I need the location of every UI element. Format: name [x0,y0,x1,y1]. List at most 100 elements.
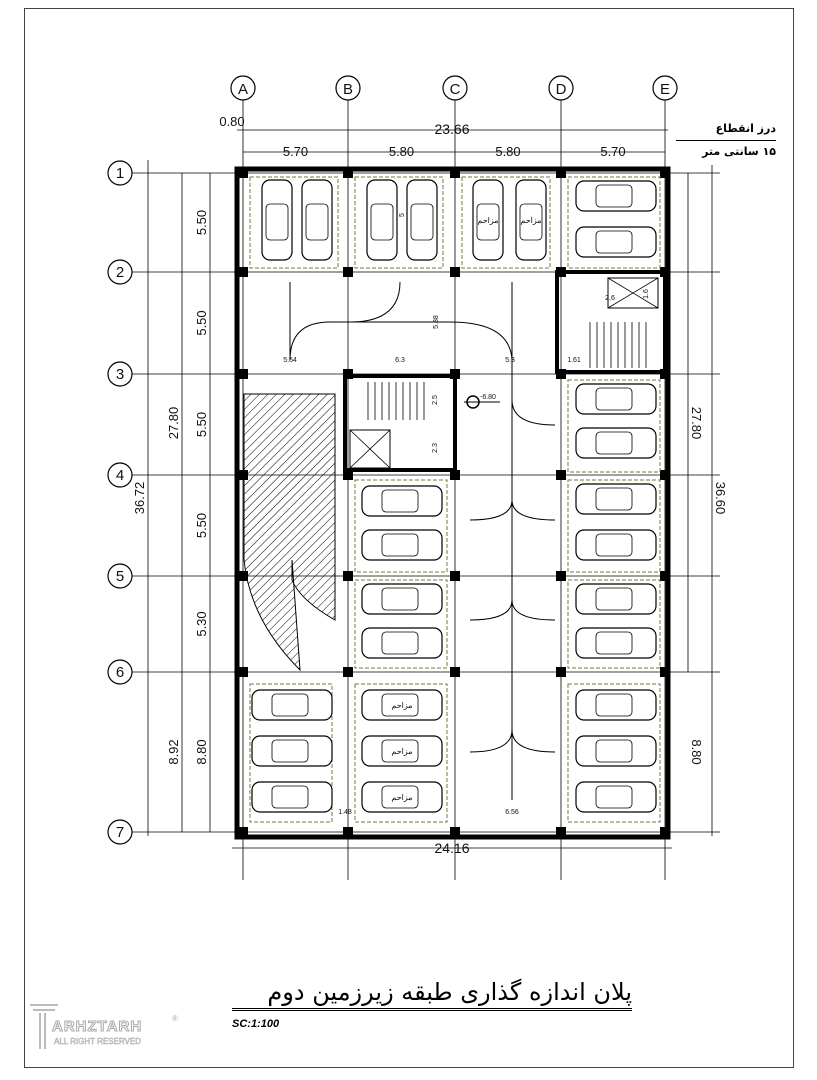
structural-column [660,571,670,581]
car-icon [301,179,333,261]
dim-left-span: 5.50 [194,513,209,538]
structural-column [450,470,460,480]
car-icon [361,583,443,615]
car-body [406,179,438,261]
dim-left-sub2: 8.92 [166,739,181,764]
car-body [361,485,443,517]
car-roof [271,739,309,763]
car-body [361,627,443,659]
note-line-2: ۱۵ سانتی متر [702,145,776,158]
parking-bay [354,479,448,573]
company-logo: ARHZTARH ALL RIGHT RESERVED ® [30,1000,180,1052]
car-roof [381,739,419,763]
car-roof [595,230,633,254]
car-icon [575,627,657,659]
car-icon [251,689,333,721]
dim-inner: 1.6 [643,289,650,299]
traffic-arrow [349,281,401,323]
car-roof [595,387,633,411]
car-roof [381,489,419,513]
car-body [575,180,657,212]
dim-inner: 2.6 [605,295,615,302]
car-icon [575,226,657,258]
grid-bubble-D [548,75,574,101]
grid-bubble-3 [107,361,133,387]
grid-label-5: 5 [116,568,124,585]
structural-column [343,667,353,677]
structural-column [450,267,460,277]
structural-column [238,827,248,837]
car-body [261,179,293,261]
traffic-arrow [511,599,556,621]
dim-inner: 1.48 [338,809,352,816]
car-body [251,781,333,813]
car-body [575,781,657,813]
car-icon [575,735,657,767]
car-body [575,483,657,515]
occupied-label: مزاحم [477,216,498,225]
grid-label-C: C [450,81,461,98]
dim-left-total: 36.72 [132,482,147,515]
car-icon [366,179,398,261]
car-body [575,529,657,561]
car-body [361,583,443,615]
occupied-label: مزاحم [391,747,412,756]
grid-bubble-A [230,75,256,101]
car-body [301,179,333,261]
dim-left-sub: 27.80 [166,407,181,440]
level-mark-value: -6.80 [480,394,496,401]
car-icon [361,735,443,767]
car-icon [575,529,657,561]
structural-column [450,168,460,178]
car-roof [370,203,394,241]
structural-column [343,571,353,581]
structural-column [238,470,248,480]
car-roof [476,203,500,241]
car-roof [595,431,633,455]
grid-label-7: 7 [116,824,124,841]
car-body [251,689,333,721]
dim-inner: 5 [399,213,406,217]
car-body [575,427,657,459]
car-roof [410,203,434,241]
structural-column [660,470,670,480]
structural-column [343,470,353,480]
structural-column [238,168,248,178]
car-icon [361,485,443,517]
dim-right-sub: 27.80 [689,407,704,440]
occupied-label: مزاحم [391,701,412,710]
dim-inner: 6.56 [505,809,519,816]
car-roof [381,533,419,557]
car-roof [595,785,633,809]
dim-left-span: 8.80 [194,739,209,764]
structural-column [660,827,670,837]
car-roof [381,693,419,717]
car-icon [575,383,657,415]
stair-core-center [343,374,457,472]
car-icon [361,781,443,813]
dim-top-offset: 0.80 [219,114,244,129]
car-icon [515,179,547,261]
car-roof [381,631,419,655]
grid-bubble-5 [107,563,133,589]
car-icon [251,735,333,767]
drawing-scale: SC:1:100 [232,1018,280,1030]
car-roof [595,693,633,717]
grid-bubble-E [652,75,678,101]
grid-label-D: D [556,81,567,98]
car-icon [361,529,443,561]
column-logo-icon [30,1004,58,1049]
drawing-title: پلان اندازه گذاری طبقه زیرزمین دوم [232,978,632,1011]
grid-bubble-6 [107,659,133,685]
car-icon [251,781,333,813]
elevator-cross [607,277,659,309]
traffic-arrow [469,599,513,621]
grid-bubble-C [442,75,468,101]
grid-label-1: 1 [116,165,124,182]
logo-registered: ® [172,1014,178,1023]
parking-bay [249,176,339,269]
structural-column [238,369,248,379]
structural-column [556,827,566,837]
dim-left-span: 5.50 [194,310,209,335]
